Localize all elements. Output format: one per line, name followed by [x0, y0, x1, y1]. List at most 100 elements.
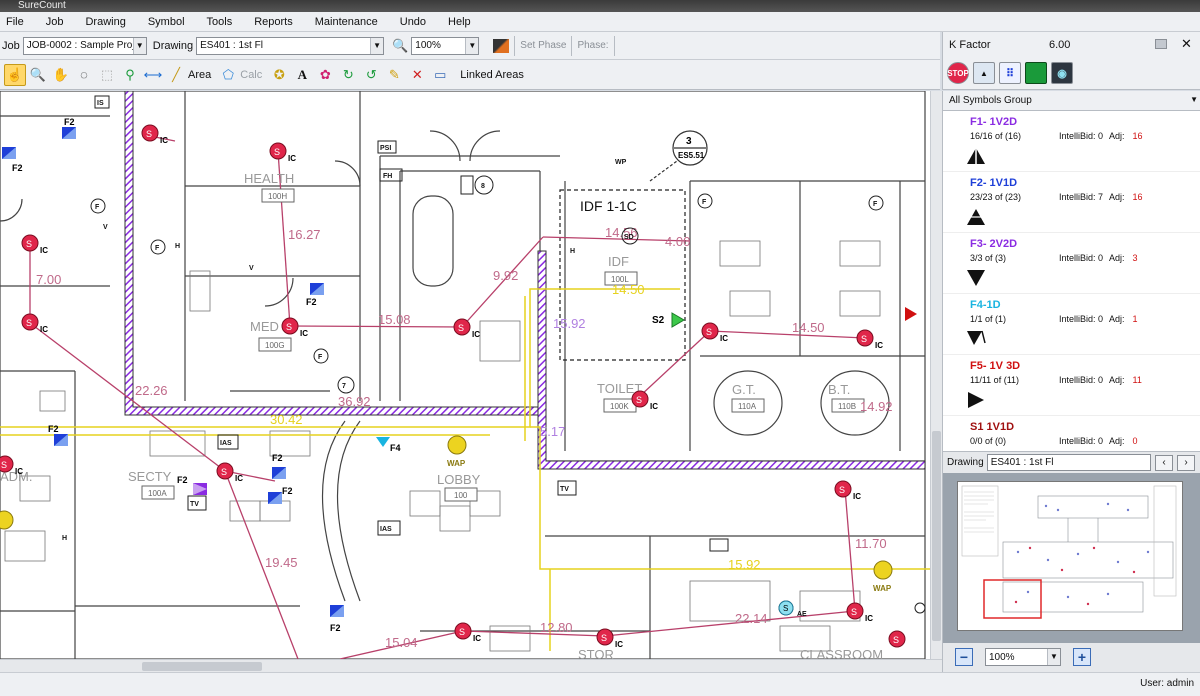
- search-icon[interactable]: 🔍: [392, 37, 409, 53]
- symbol-wap[interactable]: [0, 510, 14, 530]
- symbol-f2[interactable]: F2: [272, 453, 286, 479]
- stamp-icon[interactable]: ✪: [273, 66, 285, 82]
- symbol-s-ic[interactable]: SIC: [281, 317, 308, 338]
- camera-icon[interactable]: ◉: [1051, 62, 1073, 84]
- window-icon[interactable]: ▭: [434, 66, 447, 82]
- pan-tool-icon[interactable]: ✋: [52, 66, 70, 82]
- symbol-s-ic[interactable]: SIC: [631, 390, 658, 411]
- job-select[interactable]: JOB-0002 : Sample Proje▼: [22, 36, 147, 55]
- text-tool-button[interactable]: A: [297, 66, 307, 82]
- segment-tool-icon[interactable]: ╱: [172, 66, 180, 82]
- symbol-f2[interactable]: F2: [306, 283, 324, 307]
- symbol-f3[interactable]: F2: [177, 475, 207, 495]
- phase-icon[interactable]: [493, 38, 510, 53]
- zoom-in-button[interactable]: +: [1073, 648, 1091, 666]
- symbol-f2[interactable]: F2: [330, 605, 344, 633]
- symbol-s-ic[interactable]: SIC: [701, 322, 728, 343]
- symbol-s-ic[interactable]: SIC: [216, 462, 243, 483]
- symbol-f2[interactable]: F2: [48, 424, 68, 446]
- chevron-down-icon[interactable]: ▼: [370, 37, 384, 54]
- rotate-icon[interactable]: ↻: [342, 66, 354, 82]
- symbol-s-ic[interactable]: SIC: [846, 602, 873, 623]
- symbol-s-ic[interactable]: S: [888, 630, 906, 648]
- symbol-s-ic[interactable]: SIC: [596, 628, 623, 649]
- symbol-s-ic[interactable]: SIC: [0, 455, 23, 476]
- scroll-thumb[interactable]: [142, 662, 262, 671]
- chevron-down-icon[interactable]: ▼: [465, 37, 479, 54]
- f2-devices[interactable]: F2 F2 F2 F2 F2 F2 F2 F2 F4 S2: [2, 117, 917, 633]
- horizontal-scrollbar[interactable]: [0, 659, 942, 672]
- drawing-select[interactable]: ES401 : 1st Fl▼: [196, 36, 385, 55]
- set-phase-button[interactable]: Set Phase: [520, 40, 567, 51]
- drawing-canvas[interactable]: 3 ES5.51 IDF 1-1C HEALTH MED IDF TOILET …: [0, 91, 930, 659]
- symbol-group-select[interactable]: All Symbols Group▼: [942, 91, 1200, 111]
- chevron-down-icon[interactable]: ▼: [1047, 649, 1060, 665]
- grid-icon[interactable]: ⠿: [999, 62, 1021, 84]
- calc-tool-button[interactable]: Calc: [240, 68, 263, 81]
- close-icon[interactable]: ✕: [1181, 36, 1192, 51]
- symbol-f5[interactable]: [905, 307, 917, 321]
- symbol-s-ic[interactable]: SIC: [21, 313, 48, 334]
- symbol-f2[interactable]: F2: [268, 486, 293, 504]
- menu-maintenance[interactable]: Maintenance: [314, 15, 378, 28]
- menu-reports[interactable]: Reports: [254, 15, 293, 28]
- symbol-f4[interactable]: F4: [376, 437, 401, 453]
- symbol-f2[interactable]: F2: [2, 147, 23, 173]
- symbol-f2[interactable]: F2: [62, 117, 76, 139]
- menu-job[interactable]: Job: [45, 15, 64, 28]
- drawing-preview[interactable]: [942, 473, 1200, 643]
- pointer-tool-icon[interactable]: ☝: [4, 63, 26, 86]
- zoom-out-button[interactable]: −: [955, 648, 973, 666]
- floor-plan[interactable]: 3 ES5.51 IDF 1-1C HEALTH MED IDF TOILET …: [0, 91, 930, 659]
- menu-tools[interactable]: Tools: [206, 15, 233, 28]
- vertical-scrollbar[interactable]: [930, 91, 942, 659]
- lasso-tool-icon[interactable]: ◌: [80, 67, 88, 82]
- linear-tool-icon[interactable]: ⟷: [143, 66, 163, 82]
- area-tool-button[interactable]: Area: [188, 68, 212, 81]
- symbol-s-ic[interactable]: SIC: [834, 480, 861, 501]
- next-drawing-button[interactable]: ›: [1177, 455, 1195, 471]
- delete-icon[interactable]: ✕: [411, 66, 423, 82]
- chevron-down-icon[interactable]: ▼: [1190, 95, 1198, 104]
- zoom-tool-icon[interactable]: 🔍: [29, 66, 47, 82]
- menu-symbol[interactable]: Symbol: [147, 15, 185, 28]
- color-wheel-icon[interactable]: ✿: [319, 66, 331, 82]
- redo-icon[interactable]: ↺: [365, 66, 377, 82]
- scroll-thumb[interactable]: [932, 431, 941, 641]
- symbol-tool-icon[interactable]: ▲: [973, 62, 995, 84]
- linked-areas-button[interactable]: Linked Areas: [460, 68, 524, 81]
- menu-undo[interactable]: Undo: [399, 15, 427, 28]
- symbol-s-ic[interactable]: SIC: [453, 318, 480, 339]
- menu-help[interactable]: Help: [448, 15, 471, 28]
- symbol-s-ic[interactable]: SIC: [269, 142, 296, 163]
- symbol-s-ic[interactable]: SIC: [141, 124, 168, 145]
- symbol-s-ic[interactable]: SIC: [454, 622, 481, 643]
- select-box-icon[interactable]: ⬚: [100, 66, 114, 82]
- preview-drawing-select[interactable]: ES401 : 1st Fl: [986, 454, 1151, 471]
- chevron-down-icon[interactable]: ▼: [132, 37, 146, 54]
- symbol-wap[interactable]: WAP: [873, 560, 893, 593]
- save-icon[interactable]: [1155, 39, 1167, 49]
- menu-file[interactable]: File: [6, 15, 24, 28]
- sic-symbols[interactable]: SIC SIC SIC SIC SIC SIC SIC SIC SIC SIC …: [0, 124, 906, 649]
- preview-zoom-select[interactable]: 100%▼: [985, 648, 1061, 666]
- pencil-icon[interactable]: ✎: [388, 66, 400, 82]
- symbol-wap[interactable]: WAP: [447, 435, 467, 468]
- symbol-s-cyan[interactable]: S: [778, 600, 794, 616]
- symbol-s-ic[interactable]: SIC: [856, 329, 883, 350]
- count-tool-icon[interactable]: ⚲: [125, 66, 135, 82]
- preview-sheet[interactable]: [957, 481, 1183, 631]
- previous-drawing-button[interactable]: ‹: [1155, 455, 1173, 471]
- green-box-icon[interactable]: [1025, 62, 1047, 84]
- menu-drawing[interactable]: Drawing: [85, 15, 126, 28]
- symbol-s2[interactable]: S2: [652, 312, 685, 328]
- stop-icon[interactable]: STOP: [947, 62, 969, 84]
- symbol-s-ic[interactable]: SIC: [21, 234, 48, 255]
- pentagon-icon[interactable]: ⬠: [222, 66, 234, 82]
- zoom-select[interactable]: 100%▼: [411, 36, 480, 55]
